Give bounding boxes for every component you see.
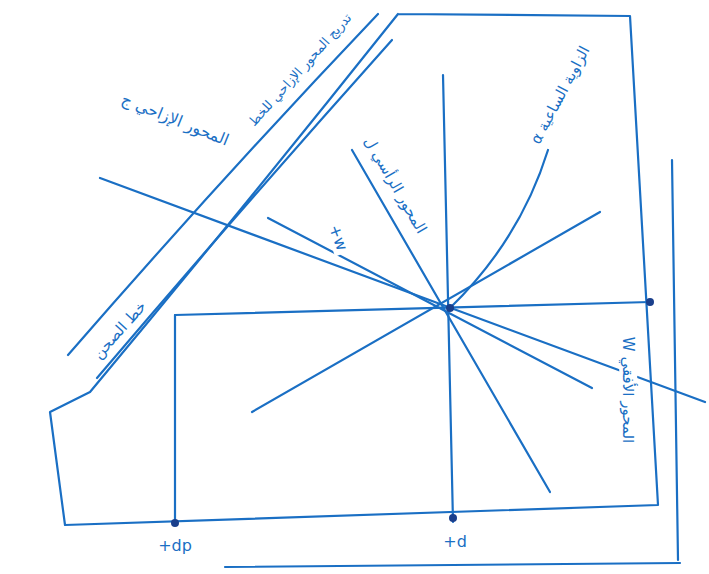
sign-label: +w: [323, 219, 352, 256]
frame-line: [225, 563, 680, 567]
scale-label: تدريج المحور الإزاحي للخط: [243, 8, 357, 132]
scale-line: [97, 40, 392, 378]
sign-label: +dp: [155, 536, 195, 555]
sign-label: +d: [440, 532, 470, 551]
hour-angle-curve: [450, 150, 548, 308]
angle-label: الزاوية الساعية α: [525, 40, 595, 149]
frame-line: [672, 160, 678, 560]
projection-line: [174, 315, 176, 523]
point-dot: [646, 298, 654, 306]
point-dot: [171, 519, 179, 527]
axis-label: المحور الإزاحي ج: [116, 89, 235, 152]
vertical-tilted-axis: [352, 150, 550, 492]
axis-line: [252, 212, 600, 412]
origin-dot: [446, 304, 454, 312]
horizontal-axis: [175, 302, 650, 315]
axis-label: المحور الأفقي W: [619, 334, 637, 446]
point-dot: [449, 514, 457, 522]
outline-shape: [50, 14, 658, 525]
